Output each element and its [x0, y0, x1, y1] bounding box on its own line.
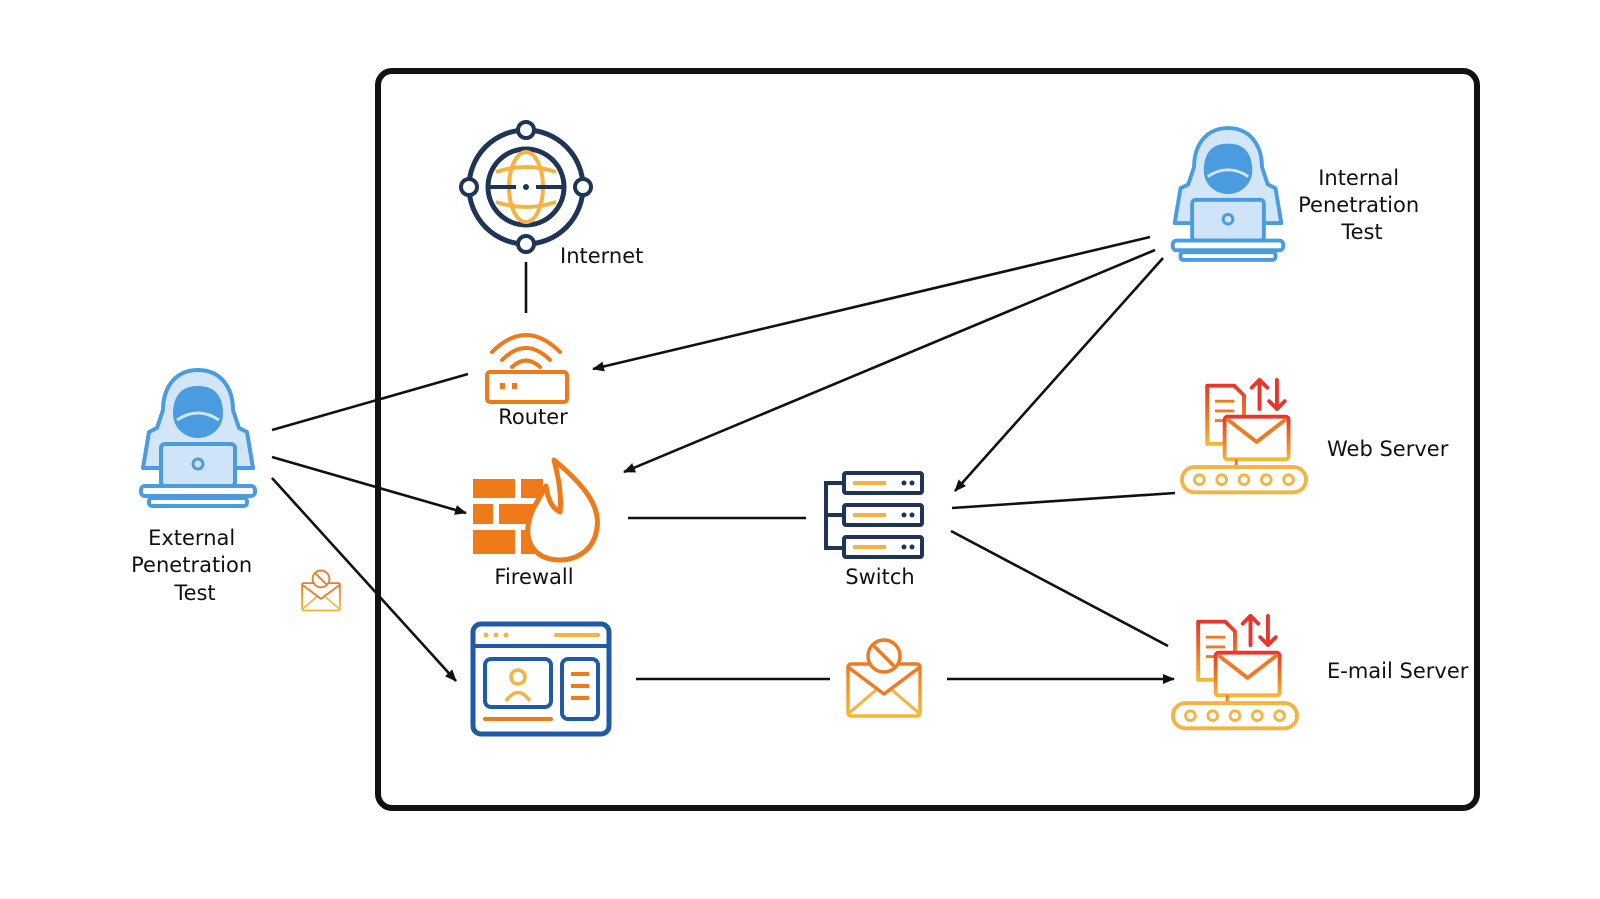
email-server-node: E-mail Server: [1171, 613, 1469, 731]
email-server-label: E-mail Server: [1327, 659, 1469, 683]
switch-label: Switch: [845, 565, 914, 589]
edge-switch-emailserver: [950, 529, 1169, 648]
internal-tester-label-line: Internal: [1318, 166, 1399, 190]
internal-tester-label-line: Penetration: [1298, 193, 1419, 217]
external-tester-label: External Penetration Test: [131, 526, 259, 605]
hacker-laptop-icon: [1170, 126, 1286, 262]
external-tester-label-line: External: [148, 526, 235, 550]
firewall-label: Firewall: [494, 565, 573, 589]
switch-node: Switch: [824, 471, 924, 589]
web-server-node: Web Server: [1180, 377, 1449, 495]
web-server-label: Web Server: [1327, 437, 1449, 461]
firewall-node: Firewall: [473, 457, 600, 589]
internal-tester-label: Internal Penetration Test: [1298, 166, 1426, 244]
external-tester-label-line: Penetration: [131, 553, 252, 577]
internet-node: Internet: [459, 120, 643, 268]
mail-node: [846, 638, 922, 718]
router-label: Router: [498, 405, 568, 429]
edge-external-firewall: [271, 455, 467, 515]
blocked-mail-small-icon: [301, 569, 341, 612]
edges: [271, 235, 1176, 684]
hacker-laptop-icon: [139, 368, 257, 508]
external-tester-node: External Penetration Test: [131, 368, 259, 605]
mail-server-icon: [1180, 377, 1308, 495]
edge-external-webapp: [271, 477, 457, 682]
network-boundary: [375, 68, 1480, 811]
edge-internal-router: [592, 235, 1151, 372]
internal-tester-label-line: Test: [1340, 220, 1382, 244]
external-tester-label-line: Test: [173, 581, 215, 605]
mail-server-icon: [1171, 613, 1299, 731]
browser-window-user-icon: [470, 621, 612, 737]
firewall-icon: [473, 457, 600, 563]
internet-label: Internet: [560, 244, 643, 268]
edge-external-router: [271, 372, 469, 432]
edge-internal-firewall: [623, 248, 1156, 474]
wifi-router-icon: [485, 333, 569, 404]
edge-webserver-switch: [951, 491, 1176, 510]
web-app-node: [470, 621, 612, 737]
internal-tester-node: Internal Penetration Test: [1170, 126, 1426, 262]
edge-internal-switch: [954, 257, 1164, 492]
server-stack-icon: [824, 471, 924, 559]
blocked-mail-icon: [846, 638, 922, 718]
globe-network-icon: [459, 120, 593, 254]
router-node: Router: [485, 333, 569, 429]
